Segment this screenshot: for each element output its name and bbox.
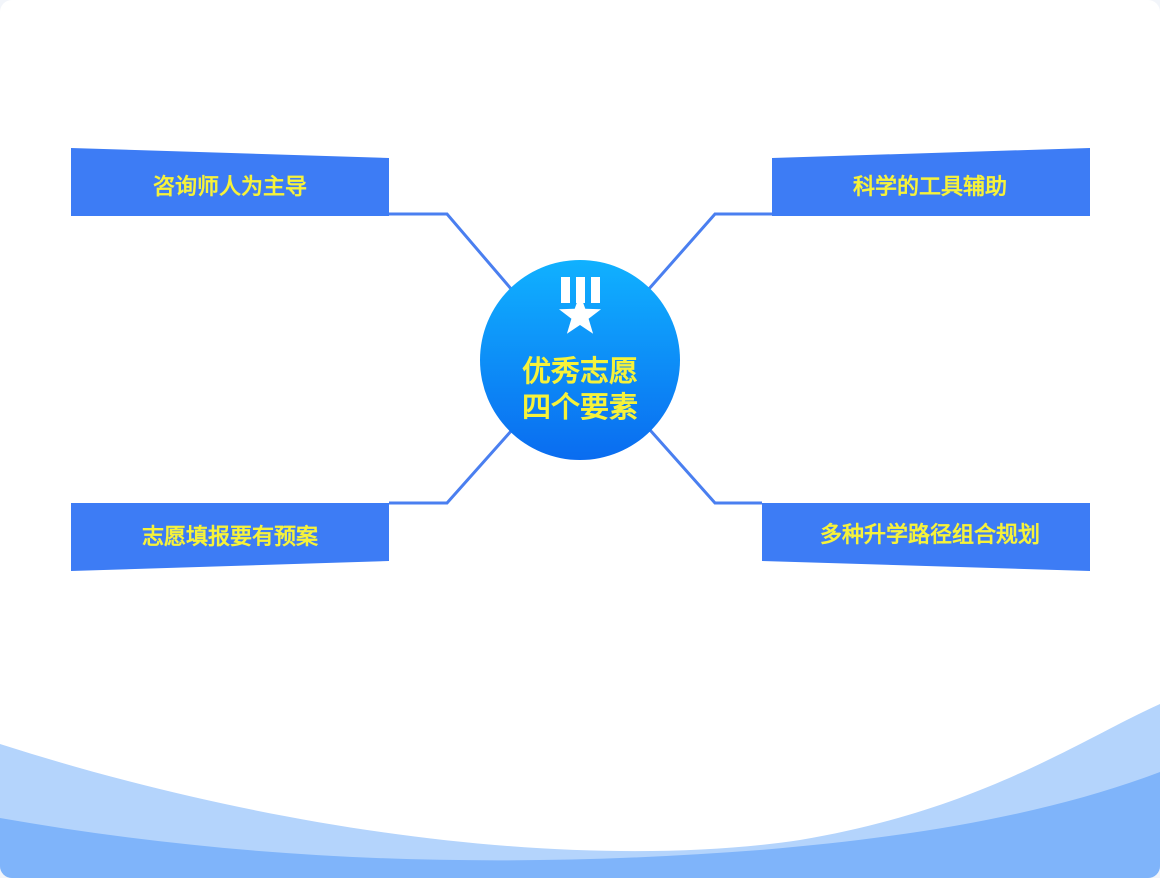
banner-bottom-right bbox=[762, 503, 1090, 571]
connector-top-right bbox=[646, 212, 772, 291]
label-bottom-right: 多种升学路径组合规划 bbox=[820, 522, 1040, 548]
banner-top-right bbox=[772, 148, 1090, 216]
label-top-right: 科学的工具辅助 bbox=[853, 174, 1007, 200]
label-bottom-left: 志愿填报要有预案 bbox=[142, 524, 319, 550]
banner-bottom-left bbox=[71, 503, 389, 571]
connector-bottom-right bbox=[648, 429, 762, 505]
connector-top-left bbox=[389, 212, 514, 291]
banner-top-left bbox=[71, 148, 389, 216]
connector-bottom-left bbox=[389, 429, 514, 505]
medal-star-icon bbox=[559, 277, 601, 334]
center-title-line2: 四个要素 bbox=[522, 390, 638, 424]
label-top-left: 咨询师人为主导 bbox=[153, 174, 307, 200]
bottom-wave-light bbox=[0, 704, 1160, 878]
bottom-wave-dark bbox=[0, 772, 1160, 878]
center-title-line1: 优秀志愿 bbox=[522, 354, 638, 388]
center-circle bbox=[480, 260, 680, 460]
